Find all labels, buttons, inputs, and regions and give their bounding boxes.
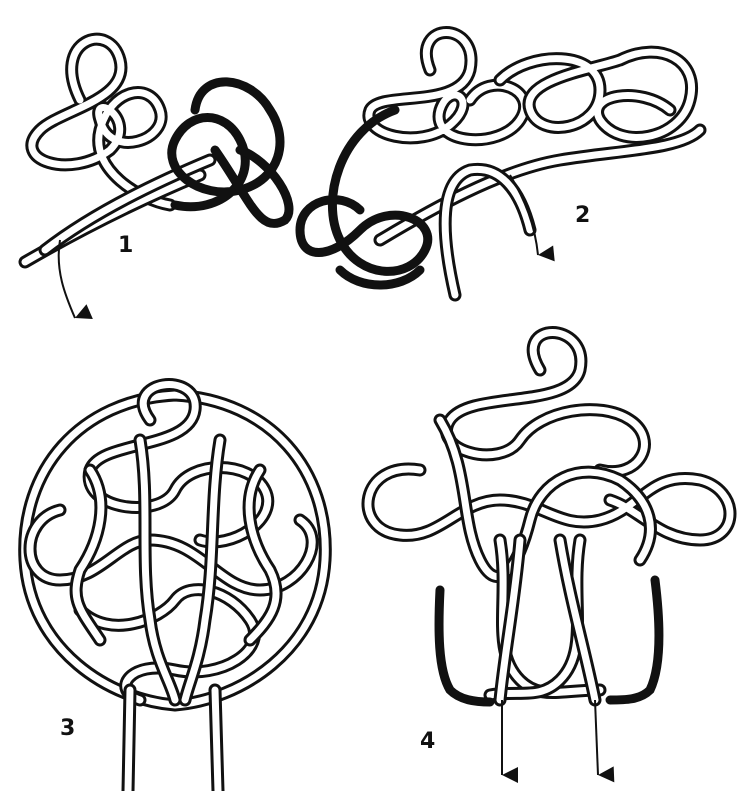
step-4-diagram: 4 [368,333,730,776]
step-4-right-arrow [595,700,598,775]
step-2-diagram: 2 [300,33,700,296]
step-1-label: 1 [118,233,133,258]
step-2-label: 2 [575,203,590,228]
step-3-label: 3 [60,716,75,741]
step-4-label: 4 [420,729,435,754]
step-4-white-cord [368,333,730,701]
step-3-diagram: 3 [25,385,326,791]
step-1-white-cord [25,39,210,262]
step-1-arrow [59,240,75,318]
step-1-dark-cord [172,82,289,224]
step-1-diagram: 1 [25,39,289,318]
